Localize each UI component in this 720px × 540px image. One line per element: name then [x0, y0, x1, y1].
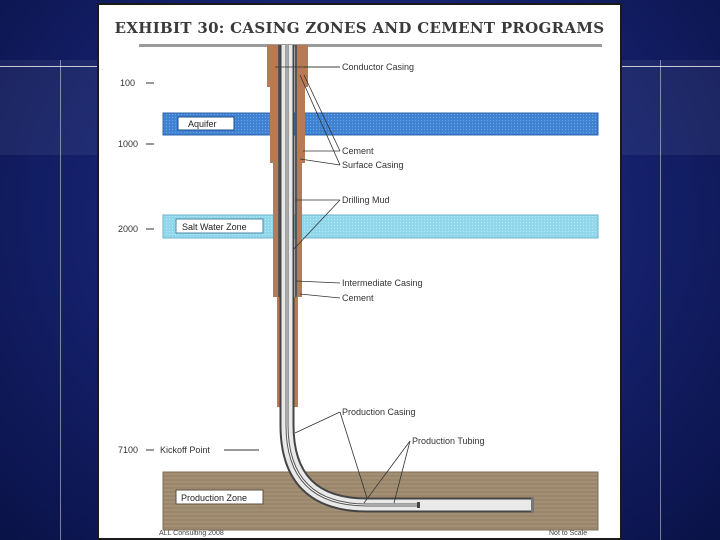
label-drilling-mud: Drilling Mud	[342, 195, 390, 205]
background-vrule-right	[660, 60, 661, 540]
casing-end	[531, 497, 534, 513]
label-production-casing: Production Casing	[342, 407, 416, 417]
intermediate-casing-right	[295, 45, 297, 297]
depth-1000: 1000	[118, 139, 138, 149]
slide-panel: EXHIBIT 30: CASING ZONES AND CEMENT PROG…	[97, 3, 622, 540]
footer-credit: ALL Consulting 2008	[159, 530, 224, 537]
leader-drilling-mud-2	[292, 199, 341, 251]
production-zone-label: Production Zone	[181, 493, 247, 503]
depth-7100: 7100	[118, 445, 138, 455]
salt-water-label: Salt Water Zone	[182, 222, 247, 232]
footer-scale-note: Not to Scale	[549, 530, 587, 537]
background-rule-left	[0, 66, 97, 67]
salt-water-zone	[162, 214, 599, 239]
background-rule-right	[622, 66, 720, 67]
label-conductor-casing: Conductor Casing	[342, 62, 414, 72]
tubing-end	[417, 502, 420, 508]
intermediate-cement-left	[273, 45, 278, 297]
leader-production-casing-2	[339, 411, 368, 499]
production-tubing-bore	[286, 45, 417, 506]
depth-100: 100	[120, 78, 135, 88]
kickoff-point-label: Kickoff Point	[160, 445, 210, 455]
leader-cement-surface	[303, 74, 341, 152]
well-diagram: Aquifer Salt Water Zone Production Zone …	[118, 44, 602, 537]
label-cement-surface: Cement	[342, 146, 374, 156]
label-production-tubing: Production Tubing	[412, 436, 485, 446]
leader-intermediate-casing	[295, 280, 341, 284]
leader-cement-intermediate	[299, 293, 341, 299]
title-rule	[139, 44, 602, 47]
label-intermediate-casing: Intermediate Casing	[342, 278, 423, 288]
background-vrule-left	[60, 60, 61, 540]
slide-title: EXHIBIT 30: CASING ZONES AND CEMENT PROG…	[114, 19, 605, 37]
label-surface-casing: Surface Casing	[342, 160, 404, 170]
surface-cement-left	[270, 45, 275, 163]
intermediate-cement-right	[297, 45, 302, 297]
production-zone-label-box	[175, 489, 264, 505]
aquifer-label-box	[177, 116, 235, 131]
depth-2000: 2000	[118, 224, 138, 234]
intermediate-casing-left	[278, 45, 280, 297]
leader-surface-casing-2	[299, 74, 341, 166]
leader-production-tubing-2	[393, 440, 411, 504]
leader-production-tubing	[363, 440, 411, 504]
leader-surface-casing	[299, 158, 341, 166]
surface-cement-right	[300, 45, 305, 163]
leader-production-casing	[294, 411, 341, 434]
label-cement-intermediate: Cement	[342, 293, 374, 303]
production-cement-right	[293, 297, 298, 407]
aquifer-label: Aquifer	[188, 119, 217, 129]
salt-water-label-box	[175, 218, 264, 234]
